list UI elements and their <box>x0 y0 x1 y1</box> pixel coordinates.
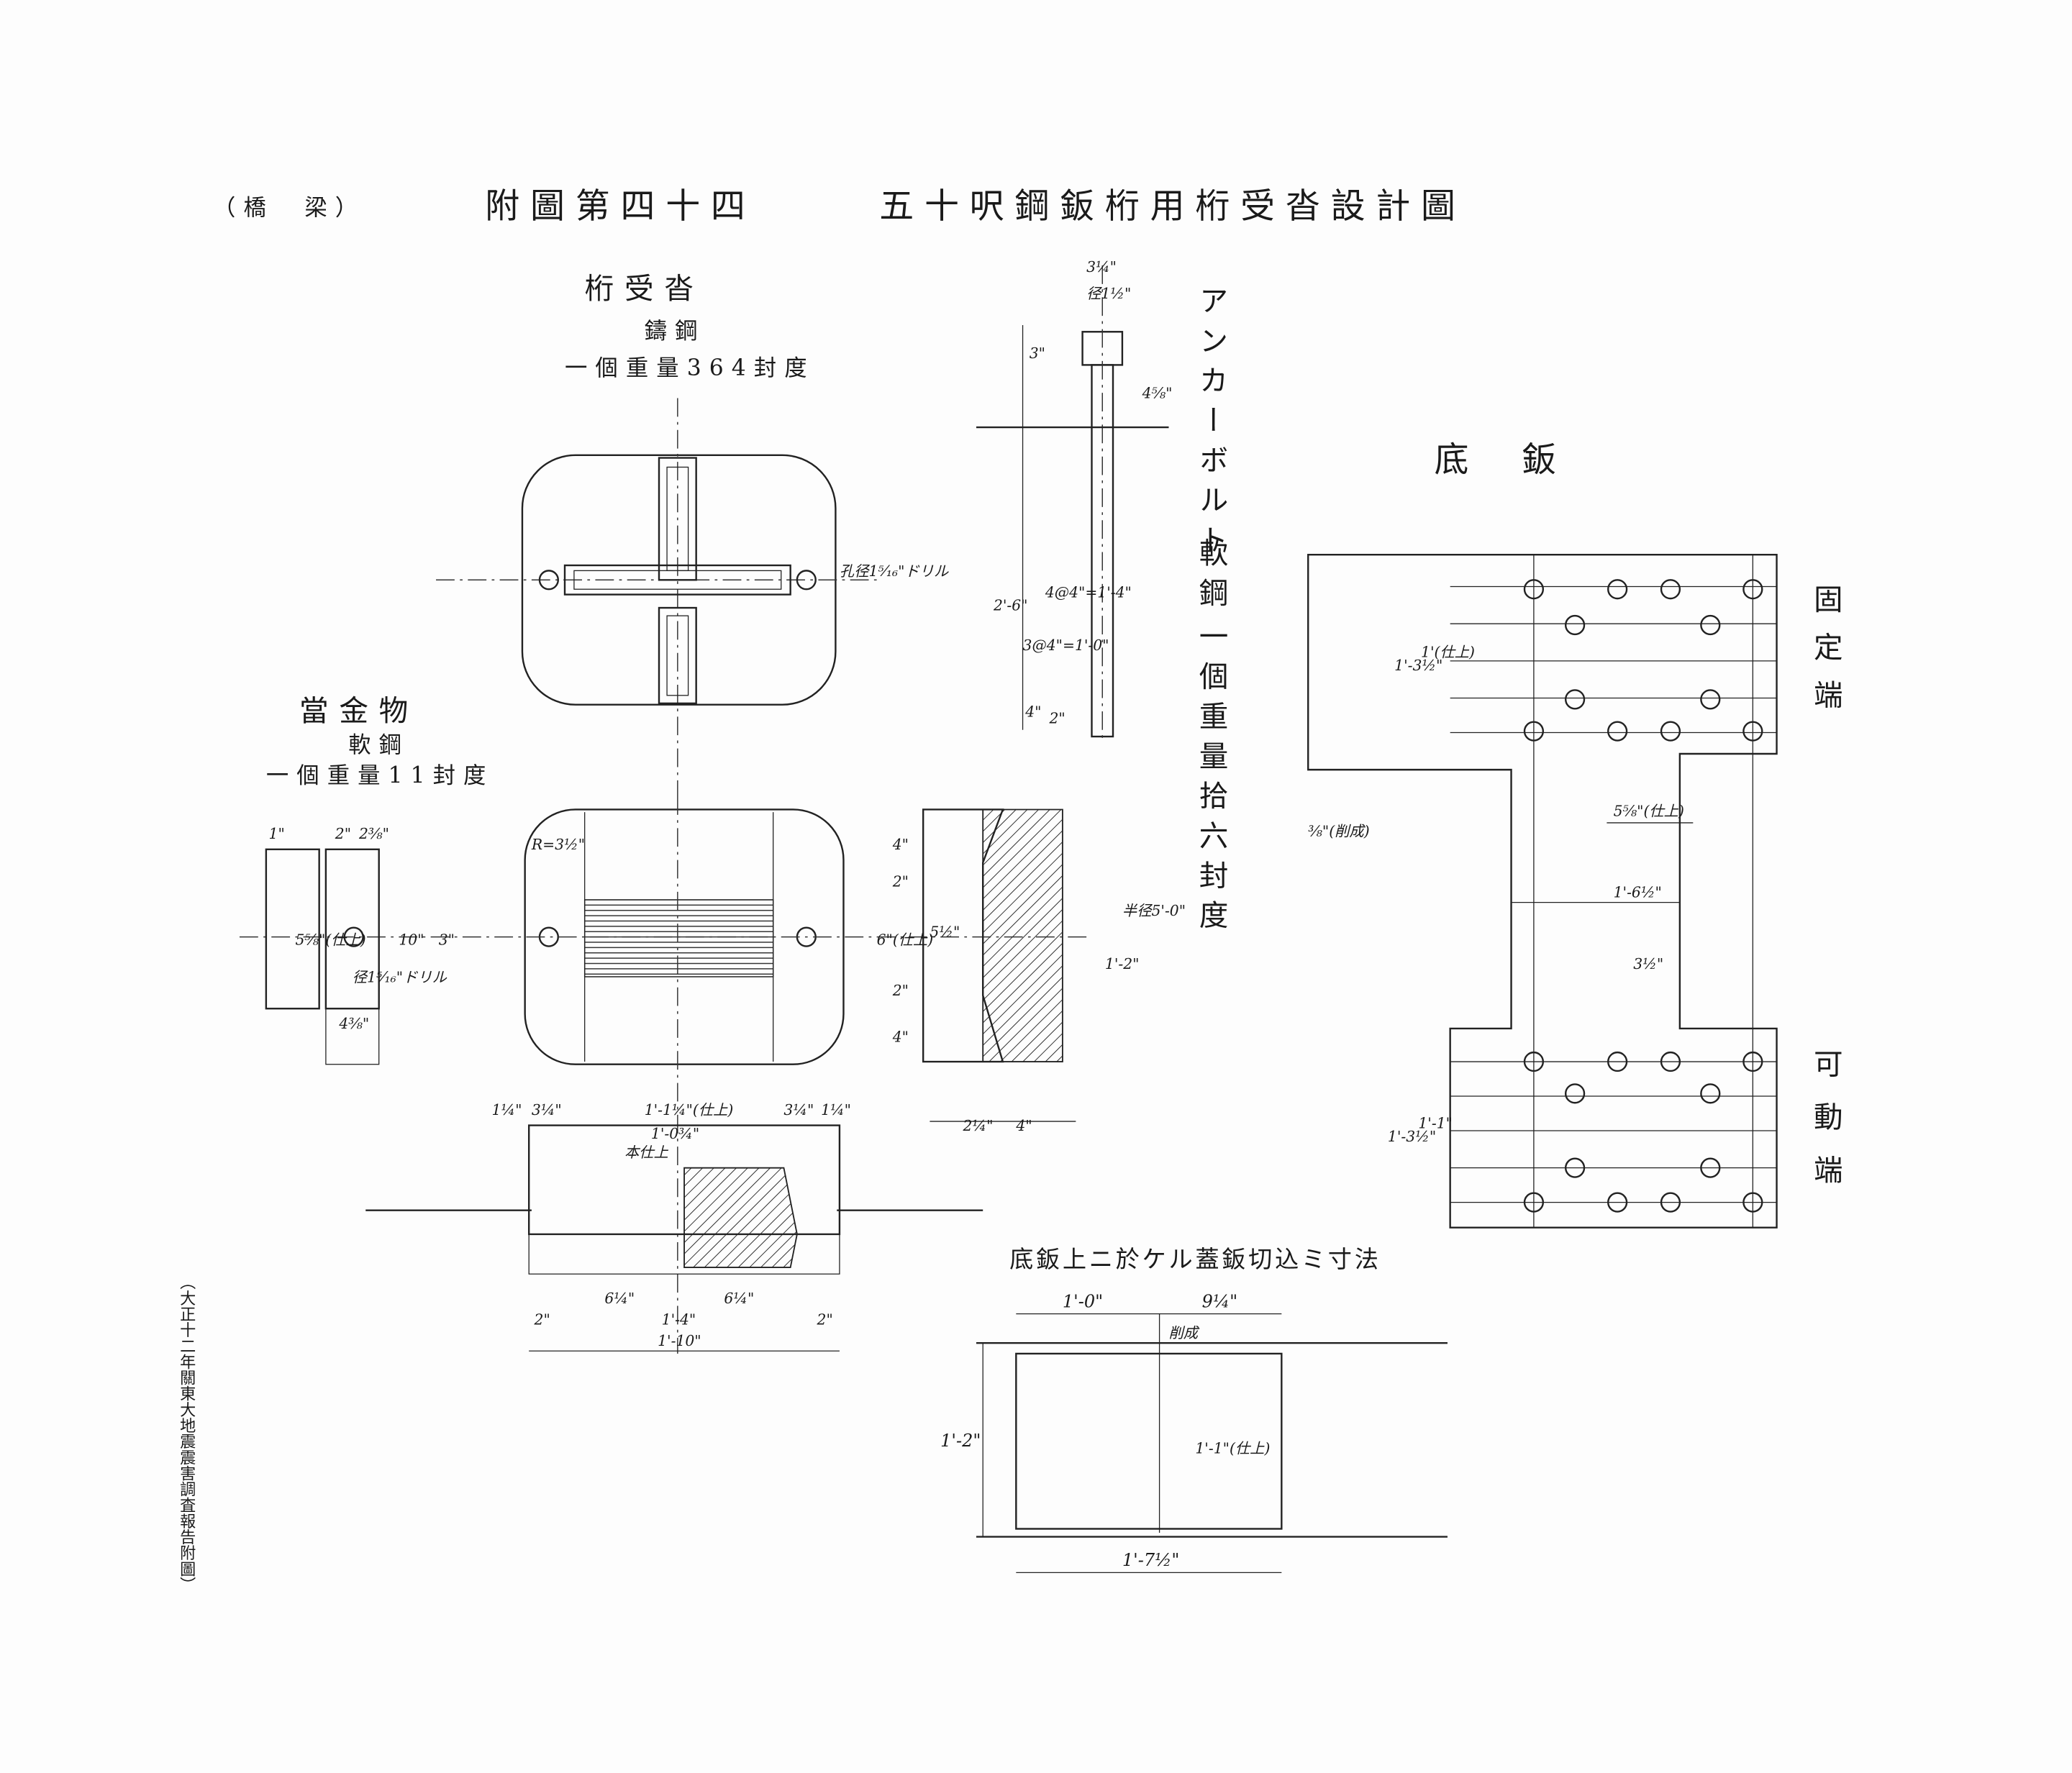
cover-cut-title: 底鈑上ニ於ケル蓋鈑切込ミ寸法 <box>1009 1245 1381 1273</box>
bolt-dim-4: 4" <box>1024 703 1041 720</box>
dim-6quarter-a: 6¼" <box>604 1290 635 1307</box>
filler-dim-4: 4⅜" <box>338 1015 369 1032</box>
dim-6-finish: 6"(仕上) <box>877 931 934 949</box>
finish-label: 本仕上 <box>624 1144 669 1161</box>
anchor-bolt-weight: 一個重量拾六封度 <box>1194 621 1229 939</box>
filler-title: 當金物 <box>299 693 419 728</box>
filler-dim-3in: 3" <box>439 931 455 949</box>
cut-dim-1ft1-finish: 1'-1"(仕上) <box>1195 1439 1270 1457</box>
dim-5half: 5½" <box>930 924 960 941</box>
cover-cut-drawing: 1'-0" 9¼" 1'-2" 1'-1"(仕上) 1'-7½" 削成 <box>940 1291 1448 1574</box>
bolt-dim-3quarter: 3¼" <box>1086 258 1117 275</box>
dim-3quarter-a: 3¼" <box>532 1101 562 1118</box>
base-dim-5five8: 5⅝"(仕上) <box>1614 803 1684 820</box>
base-plate-holes <box>1523 579 1763 1213</box>
bolt-dim-4at4: 4@4"=1'-4" <box>1045 583 1132 601</box>
cut-dim-1ft2: 1'-2" <box>940 1431 981 1451</box>
filler-dim-3: 2⅜" <box>358 825 389 842</box>
bolt-dim-3at4: 3@4"=1'-0" <box>1023 637 1109 654</box>
filler-dim-2: 2" <box>335 825 351 842</box>
filler-material: 軟鋼 <box>348 732 409 758</box>
bearing-shoe-plan: 孔径1⁵⁄₁₆"ドリル <box>436 398 949 797</box>
anchor-bolt-drawing: 3¼" 径1½" 3" 4⅝" 2'-6" 3@4"=1'-0" 4@4"=1'… <box>976 258 1173 744</box>
filler-dim-finish: 5⅝"(仕上) <box>295 931 365 949</box>
dim-1ft10: 1'-10" <box>658 1332 701 1349</box>
bearing-shoe-material: 鑄鋼 <box>645 318 706 344</box>
cut-dim-1ft7half: 1'-7½" <box>1122 1550 1179 1570</box>
bolt-dim-dia: 径1½" <box>1086 285 1131 302</box>
side-note: （大正十二年關東大地震震害調査報告附圖） <box>177 1274 196 1592</box>
bolt-dim-4five8: 4⅝" <box>1142 385 1173 402</box>
bearing-shoe-weight: 一個重量364封度 <box>565 355 815 381</box>
base-dim-1ft1: 1'-1" <box>1418 1114 1453 1131</box>
hole-note: 孔径1⁵⁄₁₆"ドリル <box>840 562 949 580</box>
bolt-dim-2: 2" <box>1048 710 1065 727</box>
filler-drawing: 1" 2" 2⅜" 5⅝"(仕上) 10" 3" 4⅜" 径1⁵⁄₁₆"ドリル <box>265 825 455 1065</box>
bearing-shoe-section: 1¼" 3¼" 1'-1¼"(仕上) 3¼" 1¼" 1'-0¾" 本仕上 6¼… <box>365 1101 983 1352</box>
base-dim-1ft6half: 1'-6½" <box>1614 883 1662 901</box>
dim-1ft0-3quarter: 1'-0¾" <box>651 1125 699 1142</box>
base-dim-1ft-finish: 1'(仕上) <box>1421 643 1475 660</box>
dim-1quarter-a: 1¼" <box>492 1101 522 1118</box>
bolt-dim-2ft6: 2'-6" <box>993 597 1028 614</box>
dim-2b: 2" <box>892 982 909 999</box>
dim-1ft2: 1'-2" <box>1105 955 1140 972</box>
dim-1ft4: 1'-4" <box>662 1311 696 1328</box>
page-title: 五十呎鋼鈑桁用桁受沓設計圖 <box>879 186 1466 227</box>
bearing-shoe-elevation: R=3½" 半径5'-0" 4" 2" 6"(仕上) 2" 4" 5½" 1'-… <box>239 796 1186 1354</box>
dim-2a: 2" <box>892 873 909 890</box>
plate-number: 附圖第四十四 <box>485 186 755 227</box>
dim-2-right: 2" <box>817 1311 833 1328</box>
dim-6quarter-b: 6¼" <box>724 1290 754 1307</box>
base-dim-planed: ⅜"(削成) <box>1308 822 1369 839</box>
dim-4b: 4" <box>892 1028 909 1045</box>
category-label: （橋 梁） <box>213 195 365 221</box>
dim-3quarter-b: 3¼" <box>783 1101 814 1118</box>
filler-weight: 一個重量11封度 <box>266 763 494 789</box>
dim-1quarter-b: 1¼" <box>821 1101 851 1118</box>
dim-2quarter: 2¼" <box>963 1117 994 1134</box>
dim-1ft1quarter-finish: 1'-1¼"(仕上) <box>645 1101 734 1118</box>
bearing-shoe-title: 桁受沓 <box>585 271 704 306</box>
cut-dim-1ft0: 1'-0" <box>1063 1291 1103 1311</box>
radius-label: R=3½" <box>531 836 585 853</box>
movable-end-label: 可動端 <box>1809 1049 1843 1208</box>
filler-dim-10: 10" <box>399 931 424 949</box>
base-plate-drawing: 1'-3½" 1'(仕上) 5⅝"(仕上) 1'-6½" 3½" 1'-3½" … <box>1307 554 1778 1229</box>
base-dim-1ft3half-b: 1'-3½" <box>1388 1128 1436 1145</box>
dim-4a: 4" <box>892 836 909 853</box>
fixed-end-label: 固定端 <box>1809 584 1843 727</box>
dim-4c: 4" <box>1015 1117 1032 1134</box>
anchor-bolt-title: アンカーボルト <box>1194 286 1229 564</box>
dim-2-left: 2" <box>534 1311 550 1328</box>
rocker-radius: 半径5'-0" <box>1122 902 1186 919</box>
base-dim-3half: 3½" <box>1633 955 1663 972</box>
base-dim-1ft3half-a: 1'-3½" <box>1394 657 1442 674</box>
cut-note-planed: 削成 <box>1169 1324 1200 1341</box>
anchor-bolt-material: 軟鋼 <box>1194 537 1229 617</box>
filler-dim-1: 1" <box>269 825 285 842</box>
bolt-dim-3: 3" <box>1030 345 1045 362</box>
cut-dim-9quarter: 9¼" <box>1202 1291 1238 1311</box>
filler-drill: 径1⁵⁄₁₆"ドリル <box>353 968 447 985</box>
base-plate-title: 底鈑 <box>1435 439 1610 480</box>
